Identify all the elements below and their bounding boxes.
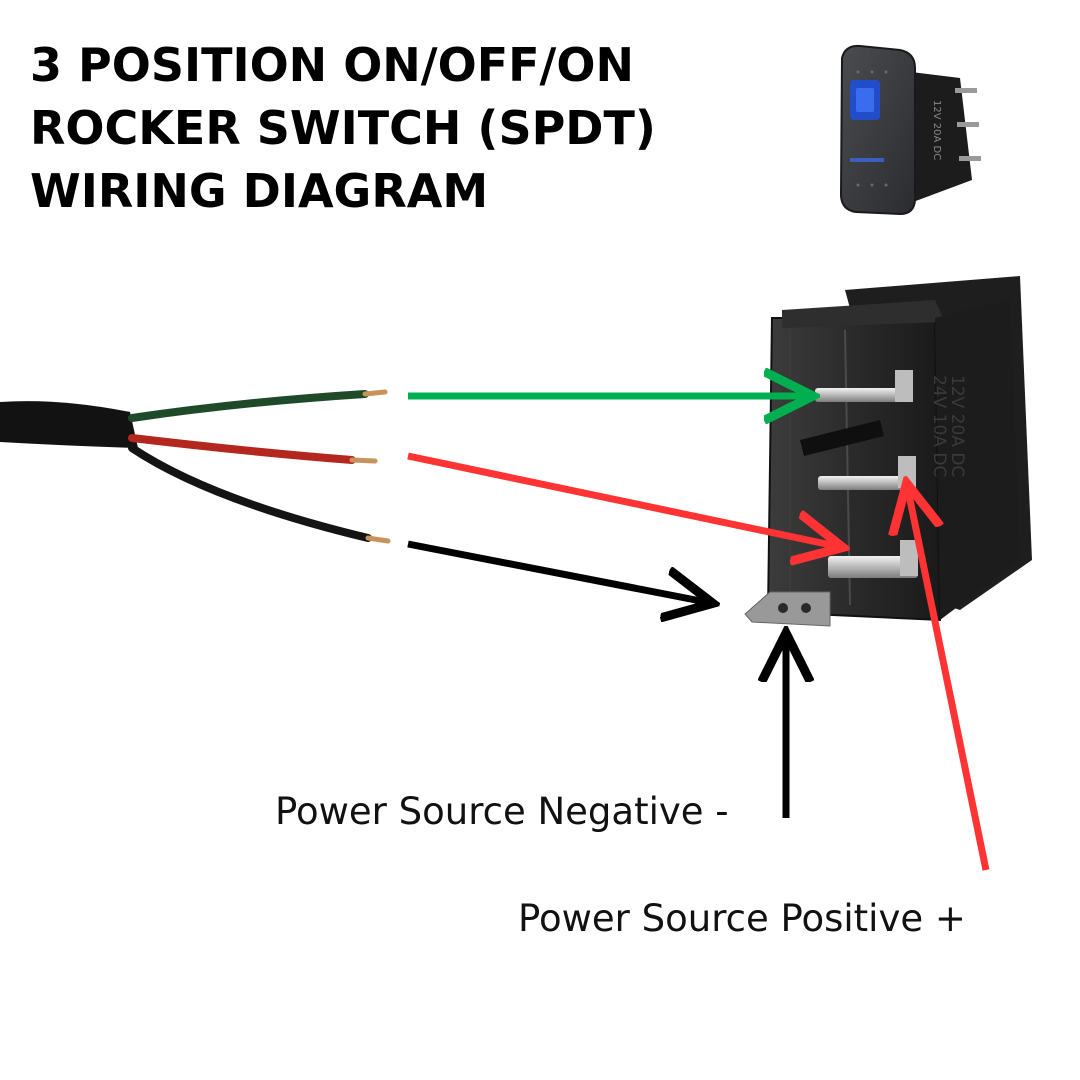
switch-rating-line-2: 24V 10A DC [929,375,949,477]
title-line-3: WIRING DIAGRAM [30,164,489,218]
switch-rating-line-1: 12V 20A DC [947,375,967,477]
switch-photo-icon: 12V 20A DC [839,44,981,216]
switch-pin-top [815,370,913,402]
black-wire-arrow [407,540,706,602]
svg-text:12V 20A DC: 12V 20A DC [931,100,942,160]
positive-source-arrow [908,490,990,871]
positive-source-label: Power Source Positive + [518,897,966,940]
page-title: 3 POSITION ON/OFF/ON ROCKER SWITCH (SPDT… [30,34,710,223]
title-line-2: ROCKER SWITCH (SPDT) [30,101,656,155]
red-wire-arrow [407,452,836,546]
title-line-1: 3 POSITION ON/OFF/ON [30,38,634,92]
rocker-switch-body: 12V 20A DC 24V 10A DC [744,276,1032,627]
negative-source-label: Power Source Negative - [275,790,729,833]
wire-cable-icon [0,389,391,544]
